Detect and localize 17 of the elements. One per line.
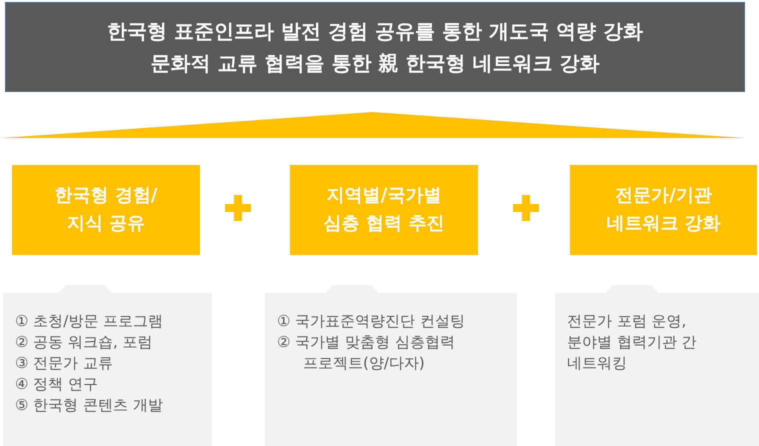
category-label: 전문가/기관 네트워크 강화 [605, 184, 722, 236]
note-text: 전문가 포럼 운영, 분야별 협력기관 간 네트워킹 [567, 311, 698, 374]
note-text: ② 공동 워크숍, 포럼 [15, 332, 154, 353]
note-text: ④ 정책 연구 [15, 374, 99, 395]
title-text: 문화적 교류 협력을 통한 親 한국형 네트워크 강화 [150, 50, 600, 77]
title-banner [5, 2, 745, 92]
title-text: 한국형 표준인프라 발전 경험 공유를 통한 개도국 역량 강화 [106, 18, 644, 45]
note-text: ② 국가별 맞춤형 심층협력 프로젝트(양/다자) [277, 332, 456, 374]
category-box [570, 165, 757, 255]
note-text: ① 초청/방문 프로그램 [15, 311, 164, 332]
note-text: ① 국가표준역량진단 컨설팅 [277, 311, 466, 332]
category-label: 지역별/국가별 심층 협력 추진 [322, 184, 446, 236]
category-box [290, 165, 478, 255]
category-box [12, 165, 200, 255]
note-text: ⑤ 한국형 콘텐츠 개발 [15, 395, 164, 416]
note-text: ③ 전문가 교류 [15, 353, 114, 374]
category-label: 한국형 경험/지식 공유 [54, 184, 158, 236]
